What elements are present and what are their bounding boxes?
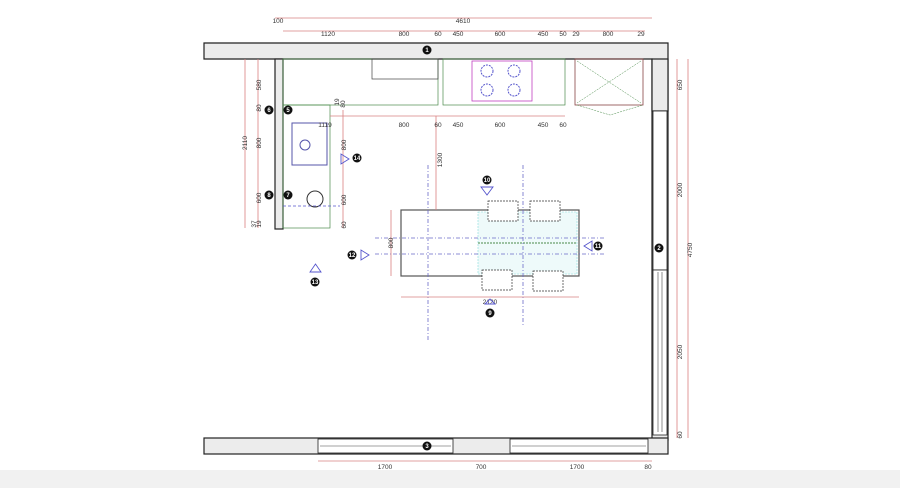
svg-text:19: 19	[334, 98, 341, 106]
svg-text:60: 60	[434, 31, 442, 38]
svg-text:7: 7	[286, 193, 290, 199]
svg-text:800: 800	[399, 31, 410, 38]
marker-5: 5	[283, 105, 293, 115]
svg-text:12: 12	[349, 253, 356, 259]
dimension-labels: 4610 100 1120 800 60 450 600 450 50 29 8…	[242, 18, 694, 471]
svg-text:800: 800	[399, 122, 410, 129]
svg-text:2: 2	[657, 246, 661, 252]
svg-text:14: 14	[354, 156, 361, 162]
marker-7: 7	[283, 190, 293, 200]
svg-text:2000: 2000	[677, 182, 684, 197]
marker-1: 1	[422, 45, 432, 55]
svg-text:60: 60	[341, 221, 348, 229]
svg-text:1120: 1120	[321, 31, 335, 38]
svg-text:80: 80	[340, 100, 347, 108]
svg-text:450: 450	[538, 122, 549, 129]
svg-text:60: 60	[434, 122, 442, 129]
svg-text:600: 600	[495, 122, 506, 129]
svg-text:1700: 1700	[378, 464, 393, 471]
walls	[203, 42, 669, 455]
cabinets	[282, 58, 644, 229]
svg-text:2120: 2120	[483, 299, 498, 306]
chair	[481, 269, 513, 291]
marker-9: 9	[485, 308, 495, 318]
marker-6: 6	[264, 105, 274, 115]
svg-text:600: 600	[341, 194, 348, 205]
svg-text:80: 80	[644, 464, 652, 471]
svg-text:19: 19	[256, 220, 263, 228]
svg-text:800: 800	[341, 139, 348, 150]
svg-text:6: 6	[267, 108, 271, 114]
marker-12: 12	[347, 250, 357, 260]
marker-10: 10	[482, 175, 492, 185]
marker-13: 13	[310, 277, 320, 287]
island	[375, 165, 605, 340]
svg-text:450: 450	[538, 31, 549, 38]
svg-text:100: 100	[273, 18, 284, 25]
marker-11: 11	[593, 241, 603, 251]
svg-text:9: 9	[488, 311, 492, 317]
marker-14: 14	[352, 153, 362, 163]
svg-text:4750: 4750	[687, 242, 694, 257]
svg-text:8: 8	[267, 193, 271, 199]
marker-2: 2	[654, 243, 664, 253]
svg-text:1119: 1119	[318, 122, 332, 129]
svg-text:29: 29	[572, 31, 580, 38]
svg-text:800: 800	[256, 137, 263, 148]
svg-text:1: 1	[425, 48, 429, 54]
chair	[487, 200, 519, 222]
svg-text:700: 700	[476, 464, 487, 471]
svg-text:29: 29	[637, 31, 645, 38]
svg-text:60: 60	[677, 431, 684, 439]
marker-8: 8	[264, 190, 274, 200]
svg-text:800: 800	[388, 237, 395, 248]
svg-text:650: 650	[677, 79, 684, 90]
svg-text:60: 60	[559, 122, 567, 129]
dimension-lines	[244, 17, 689, 462]
svg-text:1700: 1700	[570, 464, 585, 471]
svg-text:600: 600	[495, 31, 506, 38]
svg-text:4610: 4610	[456, 18, 471, 25]
svg-text:11: 11	[595, 244, 602, 250]
view-markers	[309, 153, 593, 305]
svg-text:37: 37	[251, 220, 258, 228]
svg-text:580: 580	[256, 79, 263, 90]
chair	[532, 270, 564, 292]
svg-text:10: 10	[484, 178, 491, 184]
svg-text:450: 450	[453, 122, 464, 129]
chair	[529, 200, 561, 222]
svg-text:600: 600	[256, 192, 263, 203]
marker-3: 3	[422, 441, 432, 451]
markers: 1 2 3 5 6 7 8 9 10 11 12 13 14	[264, 45, 664, 451]
svg-text:2050: 2050	[677, 344, 684, 359]
svg-text:1300: 1300	[437, 152, 444, 167]
svg-text:13: 13	[312, 280, 319, 286]
svg-text:80: 80	[256, 104, 263, 112]
svg-text:50: 50	[559, 31, 567, 38]
svg-text:3: 3	[425, 444, 429, 450]
svg-text:2110: 2110	[242, 136, 249, 150]
svg-text:5: 5	[286, 108, 290, 114]
svg-text:800: 800	[603, 31, 614, 38]
svg-text:450: 450	[453, 31, 464, 38]
